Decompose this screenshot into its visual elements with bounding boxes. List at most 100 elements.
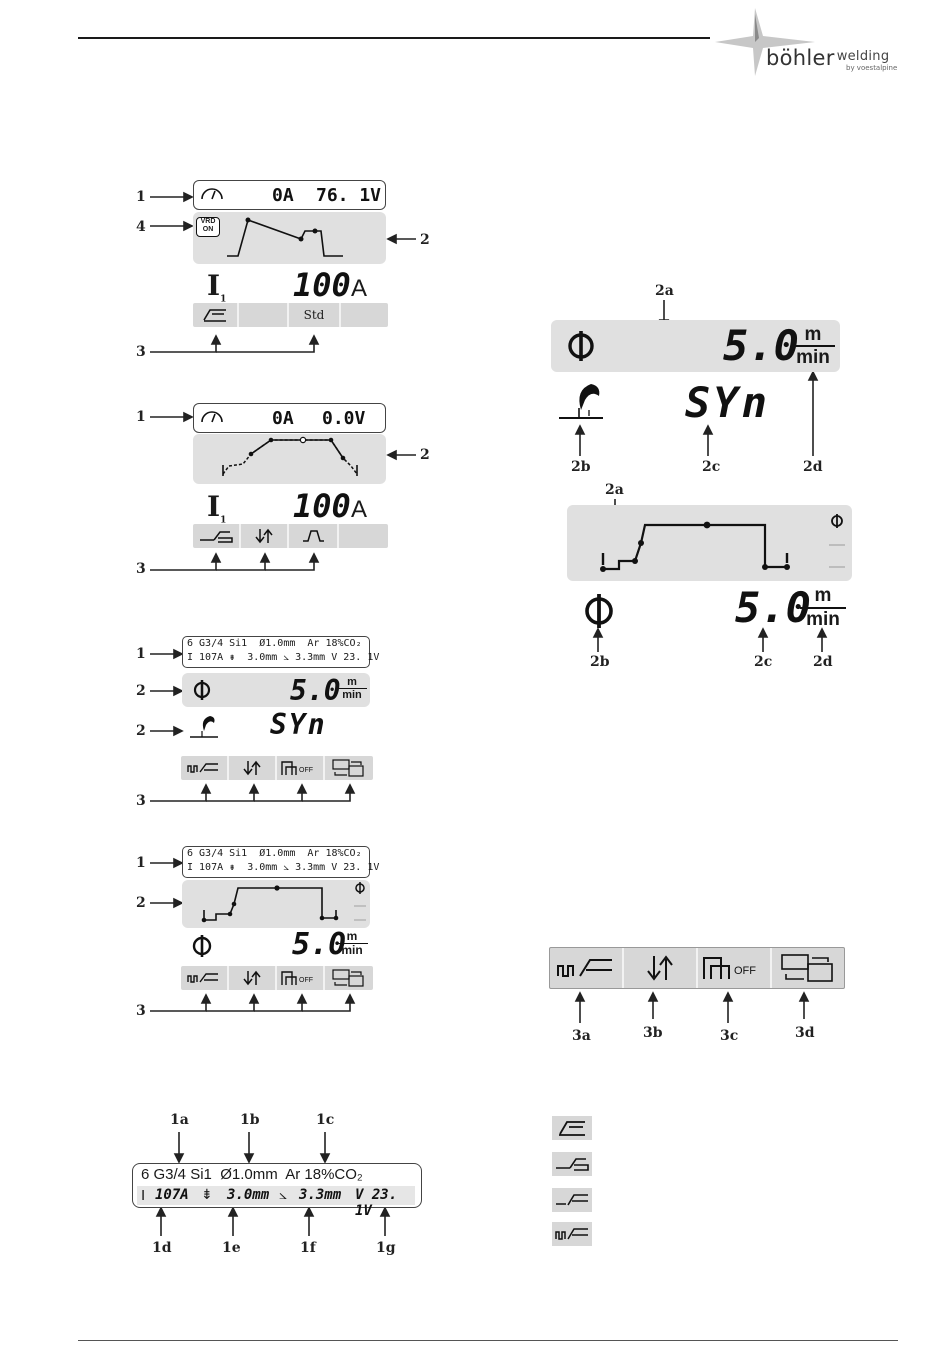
mode-value: SYn (270, 708, 327, 741)
callout-2: 2 (136, 683, 146, 699)
status-voltage: 0.0V (322, 408, 366, 429)
tab-pulse[interactable] (289, 524, 339, 548)
wire-feed-icon (568, 331, 594, 361)
info-line1: 6 G3/4 Si1 Ø1.0mm Ar 18%CO₂ (187, 848, 362, 859)
status-current: 0A (272, 185, 294, 206)
voltage-value: V 23. 1V (355, 1187, 398, 1219)
callout-1f: 1f (300, 1240, 316, 1256)
info-line2: I 107A ⇟ 3.0mm ⦣ 3.3mm V 23. 1V (187, 652, 380, 663)
torch-icon (203, 309, 226, 322)
big1-arrows (574, 300, 819, 456)
display1-arrows (150, 191, 416, 353)
wire-speed-value: 5.0 (292, 927, 347, 962)
bohler-logo-icon (715, 8, 815, 76)
gauge-icon (201, 188, 223, 200)
callout-3: 3 (136, 344, 146, 360)
info-detail-arrows (155, 1132, 391, 1236)
param-i1: I1 (207, 490, 227, 526)
tab-crater-off[interactable]: OFF (277, 966, 325, 990)
callout-3a: 3a (572, 1028, 591, 1044)
callout-3: 3 (136, 561, 146, 577)
tab-program[interactable] (325, 756, 373, 780)
electrode-holder-icon (559, 1121, 585, 1136)
value-current: 100 (293, 266, 351, 304)
up-down-arrows-icon (243, 970, 261, 986)
tab-process[interactable] (193, 303, 239, 327)
callout-2a: 2a (655, 283, 674, 299)
tab-empty[interactable] (239, 303, 289, 327)
status-current: 0A (272, 408, 294, 429)
display2-status-bar: 0A 0.0V (193, 403, 386, 433)
callout-1b: 1b (240, 1112, 260, 1128)
wire-cycle-curve (600, 514, 845, 572)
wire-feed-icon (585, 594, 613, 628)
callout-3: 3 (136, 1003, 146, 1019)
tab-crater-off[interactable]: OFF (277, 756, 325, 780)
legend-mig (552, 1188, 592, 1212)
weld-curve (227, 217, 343, 257)
legend-tig (552, 1152, 592, 1176)
header-rule (78, 37, 710, 39)
status-voltage: 76. 1V (316, 185, 382, 206)
callout-2: 2 (420, 447, 430, 463)
tab-program[interactable] (772, 948, 844, 988)
display1-tabs: Std (193, 303, 388, 327)
tab-crater-off[interactable]: OFF (698, 948, 772, 988)
info-line1: 6 G3/4 Si1 Ø1.0mm Ar 18%CO₂ (141, 1166, 363, 1183)
tab-trigger-mode[interactable] (229, 756, 277, 780)
info-line2: I 107A ⇟ 3.0mm ⦣ 3.3mm V 23. 1V (187, 862, 380, 873)
mig-pulse-torch-icon (187, 763, 218, 773)
unit-amp: A (351, 275, 368, 302)
program-list-icon (332, 759, 364, 777)
crater-off-icon: OFF (281, 761, 313, 775)
tab-process[interactable] (181, 756, 229, 780)
callout-2d: 2d (813, 654, 833, 670)
svg-text:OFF: OFF (299, 977, 313, 984)
callout-2b: 2b (590, 654, 610, 670)
callout-1: 1 (136, 646, 146, 662)
svg-text:OFF: OFF (299, 767, 313, 774)
tab-detail-arrows (574, 991, 810, 1023)
synergic-torch-icon (190, 716, 218, 738)
tab-empty-2[interactable] (341, 303, 388, 327)
up-down-arrows-icon (647, 955, 673, 981)
tab-process[interactable] (181, 966, 229, 990)
brand-sub: by voestalpine (846, 64, 898, 72)
wire-speed-value: 5.0 (290, 674, 341, 707)
gauge-icon (201, 411, 223, 423)
tab-empty[interactable] (339, 524, 388, 548)
callout-1: 1 (136, 189, 146, 205)
info-bar-detail: 6 G3/4 Si1 Ø1.0mm Ar 18%CO₂ I 107A ⇟ 3.0… (132, 1163, 422, 1219)
callout-2c: 2c (754, 654, 773, 670)
wire-cycle-curve (201, 882, 366, 923)
mig-torch-icon (556, 1194, 588, 1206)
tab-process[interactable] (193, 524, 241, 548)
display3-arrows (150, 648, 356, 802)
callout-1c: 1c (316, 1112, 335, 1128)
angle-icon: ⦣ (279, 1186, 288, 1202)
tig-torch-icon (200, 531, 233, 543)
weld-cycle-curve (222, 436, 358, 476)
tab-trigger-mode[interactable] (241, 524, 289, 548)
tab-process[interactable] (550, 948, 624, 988)
mode-value: SYn (685, 378, 770, 427)
callout-1g: 1g (376, 1240, 396, 1256)
tab-program[interactable] (325, 966, 373, 990)
callout-4: 4 (136, 219, 146, 235)
wire-speed-value: 5.0 (723, 321, 799, 370)
tab-trigger-mode[interactable] (229, 966, 277, 990)
param-i1: I1 (207, 269, 227, 305)
callout-2b: 2b (571, 459, 591, 475)
crater-off-icon: OFF (281, 971, 313, 985)
big2-graph (567, 505, 852, 581)
tab-trigger-mode[interactable] (624, 948, 698, 988)
callout-1: 1 (136, 409, 146, 425)
legend-mig-pulse (552, 1222, 592, 1246)
wire-feed-icon (193, 680, 211, 700)
i-label: I (141, 1187, 146, 1204)
tab-std[interactable]: Std (289, 303, 341, 327)
